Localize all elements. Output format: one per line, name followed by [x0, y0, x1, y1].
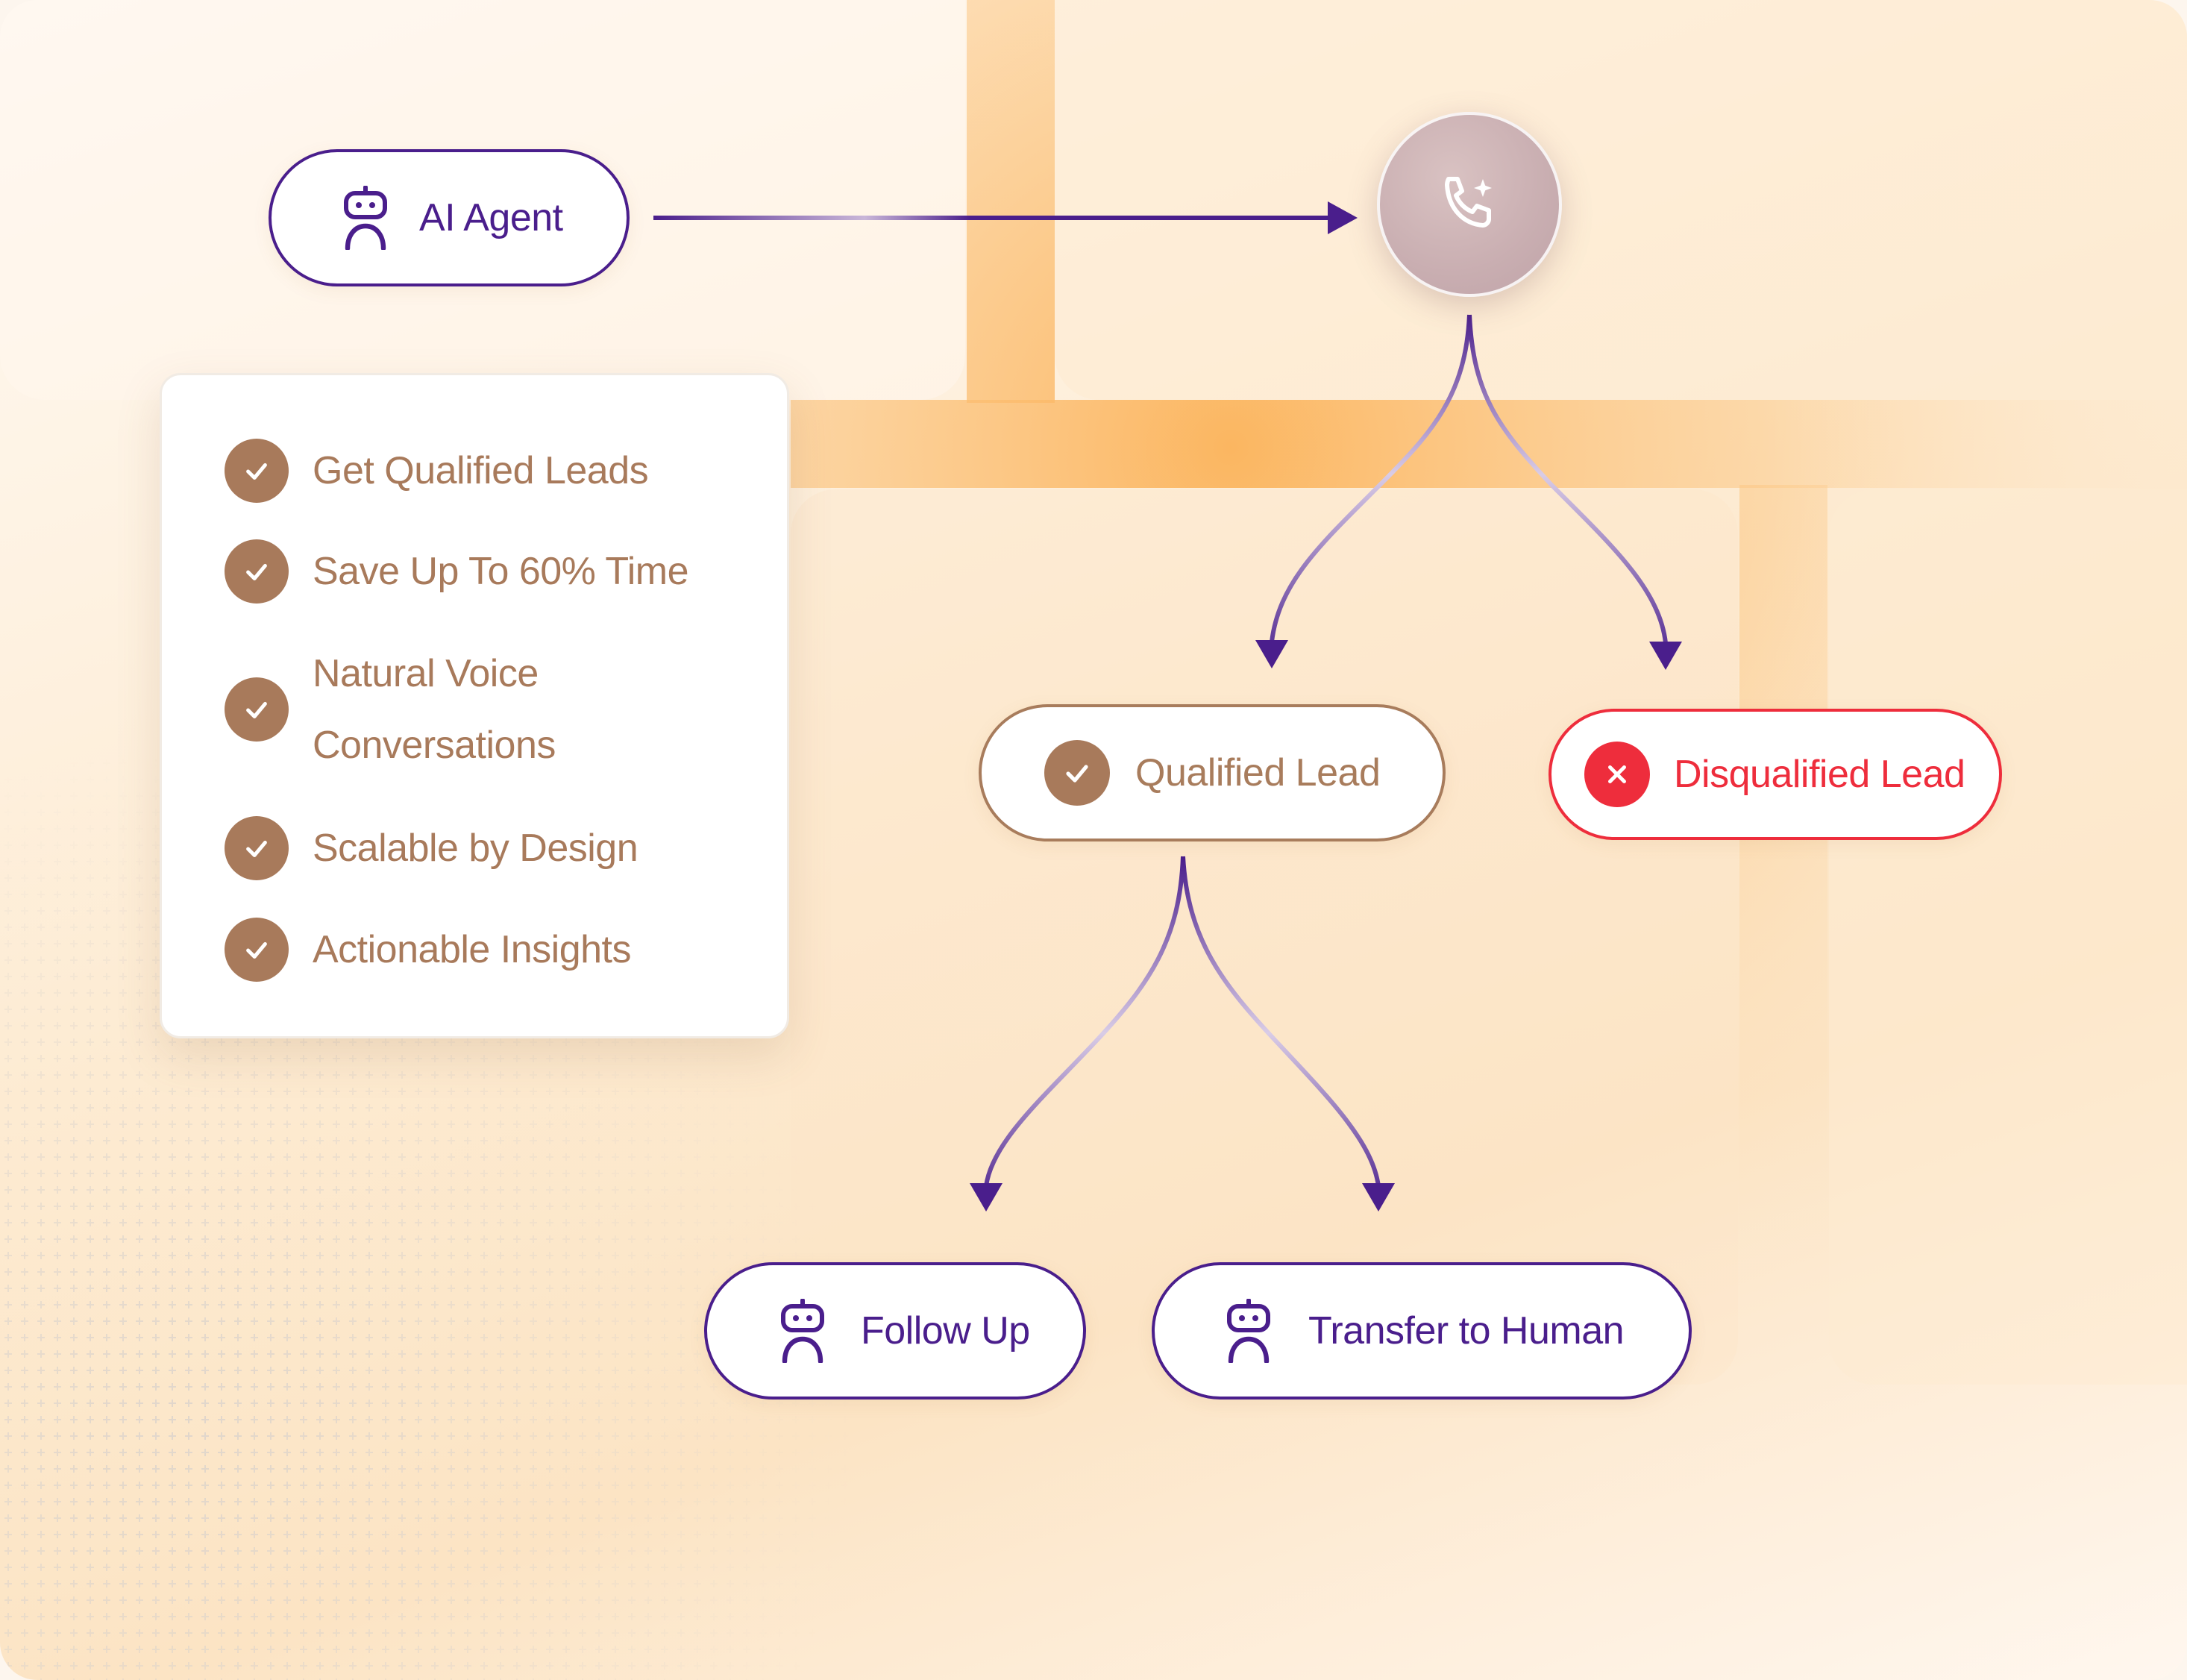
- follow-up-label: Follow Up: [861, 1309, 1030, 1353]
- qualified-lead-label: Qualified Lead: [1135, 751, 1381, 794]
- feature-item: Scalable by Design: [225, 812, 638, 884]
- arrowhead-hub-disqualified: [1649, 642, 1682, 670]
- transfer-to-human-label: Transfer to Human: [1308, 1309, 1625, 1353]
- check-icon: [1044, 740, 1110, 806]
- feature-label: Actionable Insights: [313, 928, 632, 971]
- follow-up-node[interactable]: Follow Up: [704, 1262, 1086, 1400]
- arrowhead-hub-qualified: [1255, 640, 1288, 668]
- connector-qualified-transfer: [1181, 856, 1381, 1187]
- transfer-to-human-node[interactable]: Transfer to Human: [1152, 1262, 1692, 1400]
- call-hub[interactable]: [1377, 112, 1562, 297]
- feature-item: Save Up To 60% Time: [225, 536, 689, 607]
- feature-label: Scalable by Design: [313, 827, 638, 870]
- robot-icon: [344, 186, 387, 250]
- ai-agent-node[interactable]: AI Agent: [269, 149, 630, 286]
- ai-agent-label: AI Agent: [419, 196, 563, 239]
- connector-hub-disqualified: [1467, 314, 1668, 644]
- features-card: Get Qualified Leads Save Up To 60% Time …: [160, 373, 789, 1038]
- feature-item: Get Qualified Leads: [225, 435, 649, 507]
- connector-qualified-followup: [984, 856, 1185, 1187]
- disqualified-lead-node[interactable]: Disqualified Lead: [1549, 709, 2002, 840]
- feature-label: Save Up To 60% Time: [313, 550, 689, 593]
- disqualified-lead-label: Disqualified Lead: [1674, 753, 1965, 796]
- arrowhead-agent-hub: [1328, 201, 1358, 234]
- check-icon: [225, 918, 289, 982]
- feature-item: Actionable Insights: [225, 914, 632, 985]
- check-icon: [225, 677, 289, 742]
- feature-label: Natural Voice Conversations: [313, 638, 556, 781]
- arrowhead-qualified-followup: [970, 1183, 1002, 1212]
- check-icon: [225, 539, 289, 604]
- robot-icon: [1227, 1299, 1270, 1363]
- phone-sparkle-icon: [1445, 177, 1492, 228]
- check-icon: [225, 439, 289, 503]
- feature-label-line: Natural Voice: [313, 652, 539, 695]
- robot-icon: [781, 1299, 824, 1363]
- arrowhead-qualified-transfer: [1362, 1183, 1395, 1212]
- feature-item: Natural Voice Conversations: [225, 638, 556, 781]
- feature-label: Get Qualified Leads: [313, 449, 649, 492]
- x-icon: [1584, 742, 1650, 807]
- check-icon: [225, 816, 289, 880]
- connector-hub-qualified: [1270, 314, 1472, 642]
- feature-label-line: Conversations: [313, 724, 556, 767]
- qualified-lead-node[interactable]: Qualified Lead: [979, 704, 1446, 841]
